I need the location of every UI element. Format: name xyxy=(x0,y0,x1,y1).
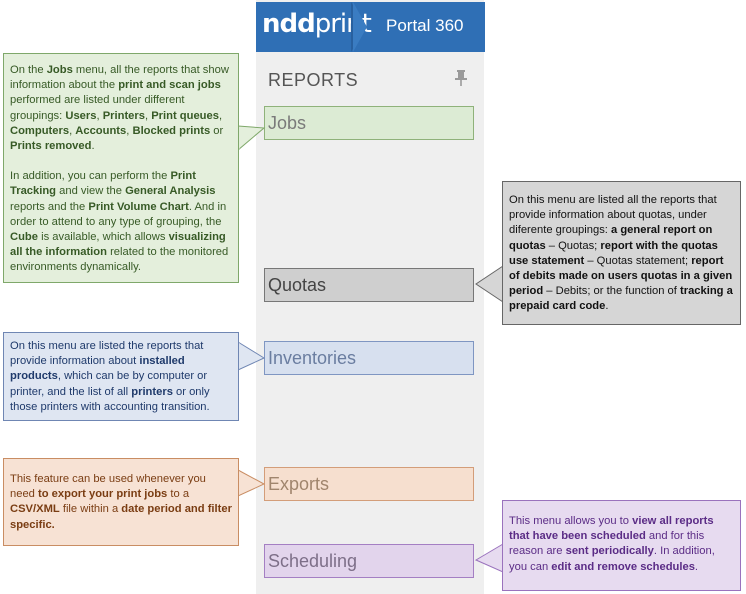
breadcrumb-chevron-inner xyxy=(353,2,367,52)
menu-item-quotas[interactable]: Quotas xyxy=(264,268,474,302)
exports-callout: This feature can be used whenever you ne… xyxy=(3,458,239,546)
callout-text: – Quotas statement; xyxy=(584,254,692,267)
emphasis-text: Users xyxy=(65,109,97,122)
exports-callout-arrow xyxy=(237,469,266,497)
callout-text: , xyxy=(69,124,76,137)
callout-text: . xyxy=(694,560,699,573)
menu-item-scheduling[interactable]: Scheduling xyxy=(264,544,474,578)
callout-text: file within a xyxy=(59,503,122,516)
callout-text: or xyxy=(210,124,224,137)
emphasis-text: a general report on quotas xyxy=(509,224,713,252)
callout-text: On the xyxy=(10,64,47,76)
emphasis-text: Accounts xyxy=(75,124,127,137)
callout-text: On this menu are listed all the reports … xyxy=(509,194,717,237)
emphasis-text: Printers xyxy=(102,109,145,122)
emphasis-text: print and scan jobs xyxy=(118,79,221,92)
portal-label[interactable]: Portal 360 xyxy=(386,16,464,35)
emphasis-text: to export your print jobs xyxy=(38,488,168,501)
callout-text: – Quotas; xyxy=(545,239,601,252)
emphasis-text: CSV/XML xyxy=(10,503,60,516)
callout-text: , xyxy=(218,109,223,122)
callout-text: and view the xyxy=(56,185,126,198)
emphasis-text: visualizing all the information xyxy=(10,231,226,259)
emphasis-text: view all reports that have been schedule… xyxy=(509,515,714,543)
callout-text: or only those printers with accounting t… xyxy=(10,385,210,413)
emphasis-text: Cube xyxy=(10,231,38,244)
emphasis-text: Jobs xyxy=(46,64,73,76)
jobs-callout-arrow xyxy=(237,125,266,152)
callout-text: , xyxy=(144,109,152,122)
emphasis-text: Print Volume Chart xyxy=(88,200,189,213)
jobs-callout-paragraph-2: In addition, you can perform the Print T… xyxy=(10,169,232,275)
callout-text: In addition, you can perform the xyxy=(10,170,171,183)
emphasis-text: date period and filter specific. xyxy=(10,503,232,531)
quotas-callout-paragraph: On this menu are listed all the reports … xyxy=(509,193,734,315)
callout-text: On this menu are listed the reports that… xyxy=(10,340,204,368)
callout-text: . In addition, you can xyxy=(509,545,715,573)
callout-text: . xyxy=(605,300,609,313)
emphasis-text: tracking a prepaid card code xyxy=(509,285,733,313)
callout-text: menu, all the reports that show informat… xyxy=(10,64,229,92)
scheduling-callout-arrow xyxy=(474,543,504,573)
reports-title: REPORTS xyxy=(268,70,359,90)
quotas-callout-arrow xyxy=(475,265,504,303)
menu-item-exports[interactable]: Exports xyxy=(264,467,474,501)
emphasis-text: installed products xyxy=(10,355,185,383)
emphasis-text: report of debits made on users quotas in… xyxy=(509,254,733,298)
callout-text: , xyxy=(126,124,133,137)
callout-text: . And in order to attend to any type of … xyxy=(10,200,227,228)
emphasis-text: printers xyxy=(131,385,173,398)
jobs-callout-paragraph-1: On the Jobs menu, all the reports that s… xyxy=(10,63,232,154)
emphasis-text: Print queues xyxy=(151,109,219,122)
exports-callout-paragraph: This feature can be used whenever you ne… xyxy=(10,472,232,533)
app-header: nddprint Portal 360 xyxy=(256,2,485,52)
callout-text: – Debits; or the function of xyxy=(543,285,680,298)
callout-text: to a xyxy=(167,488,190,501)
menu-item-inventories[interactable]: Inventories xyxy=(264,341,474,375)
emphasis-text: sent periodically xyxy=(565,545,654,558)
logo-brand: ndd xyxy=(262,9,316,39)
scheduling-callout-paragraph: This menu allows you to view all reports… xyxy=(509,514,734,575)
inventories-callout: On this menu are listed the reports that… xyxy=(3,332,239,421)
emphasis-text: Prints removed xyxy=(10,140,92,153)
callout-text: . xyxy=(91,140,95,153)
pin-icon[interactable] xyxy=(455,70,467,86)
callout-text: , which can be by computer or printer, a… xyxy=(10,370,208,398)
emphasis-text: report with the quotas use statement xyxy=(509,239,718,267)
quotas-callout: On this menu are listed all the reports … xyxy=(502,181,741,325)
scheduling-callout: This menu allows you to view all reports… xyxy=(502,500,741,591)
inventories-callout-arrow xyxy=(237,341,266,371)
callout-text: performed are listed under different gro… xyxy=(10,94,185,122)
jobs-callout: On the Jobs menu, all the reports that s… xyxy=(3,53,239,283)
emphasis-text: Computers xyxy=(10,124,70,137)
callout-text: This menu allows you to xyxy=(509,515,633,527)
emphasis-text: General Analysis xyxy=(125,185,216,198)
inventories-callout-paragraph: On this menu are listed the reports that… xyxy=(10,339,232,415)
callout-text: and for this reason are xyxy=(509,530,705,558)
callout-text: is available, which allows xyxy=(37,231,169,244)
emphasis-text: Blocked prints xyxy=(132,124,211,137)
emphasis-text: Print Tracking xyxy=(10,170,196,198)
emphasis-text: edit and remove schedules xyxy=(551,560,695,573)
callout-text: , xyxy=(96,109,103,122)
menu-item-jobs[interactable]: Jobs xyxy=(264,106,474,140)
callout-text: reports and the xyxy=(10,200,89,213)
callout-text: related to the monitored environments dy… xyxy=(10,246,229,274)
callout-text: This feature can be used whenever you ne… xyxy=(10,473,206,501)
